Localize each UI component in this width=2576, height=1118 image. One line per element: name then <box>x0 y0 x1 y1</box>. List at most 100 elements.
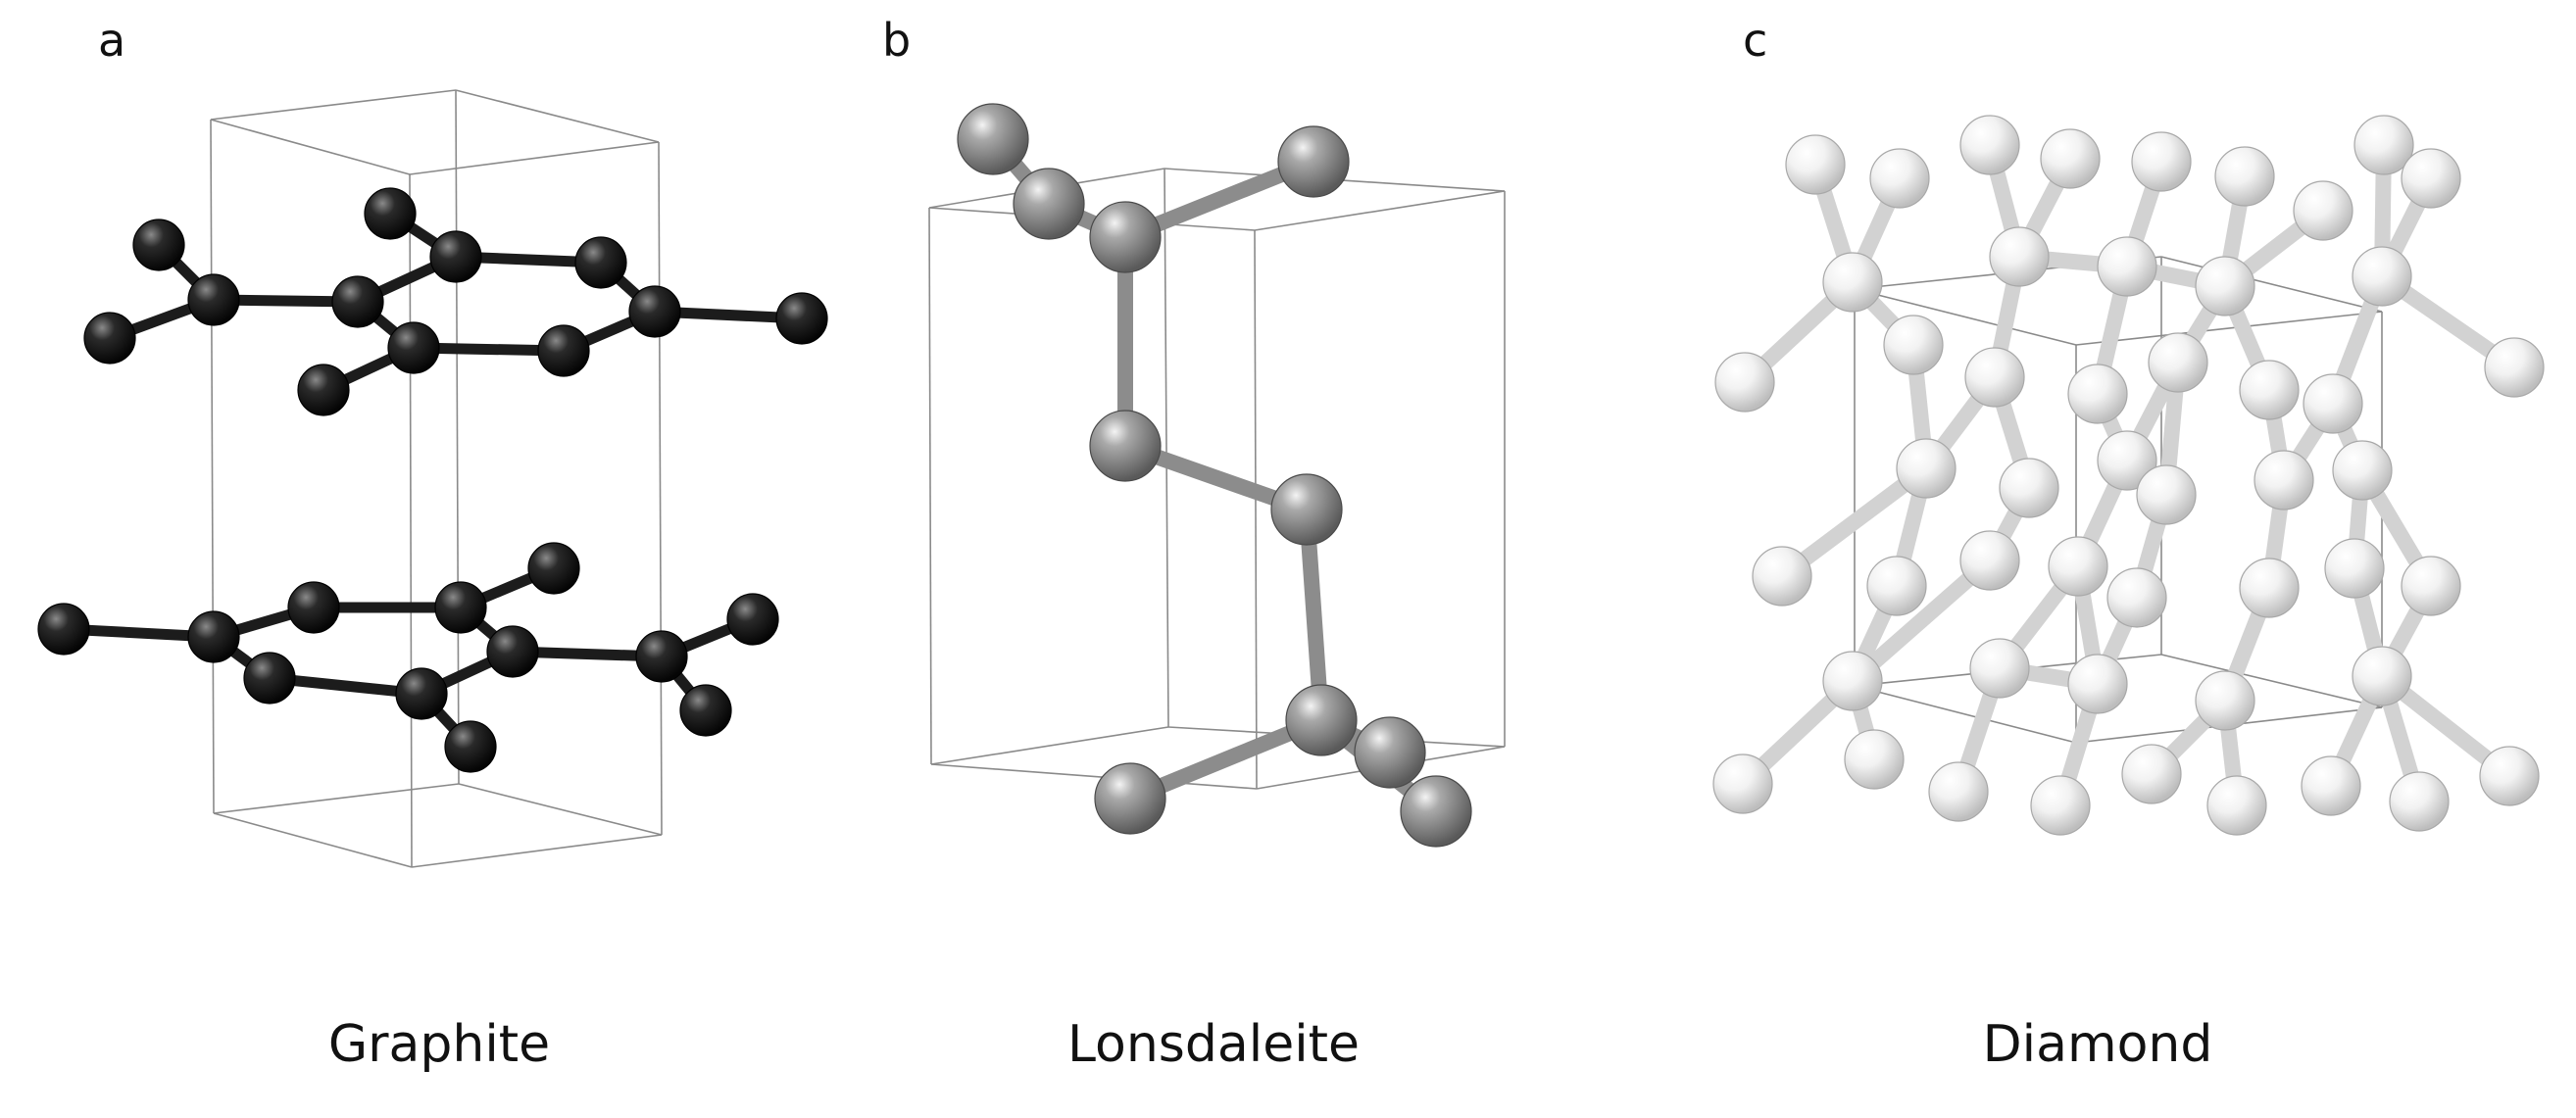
graphite-bonds <box>58 208 808 753</box>
atom <box>486 625 539 678</box>
graphite-atoms <box>37 187 828 773</box>
diamond-structure <box>1712 115 2545 836</box>
atom <box>387 321 440 374</box>
cell-edge <box>1254 190 1506 231</box>
atom <box>2254 450 2314 510</box>
atom <box>364 187 417 240</box>
caption-lonsdaleite: Lonsdaleite <box>1066 1015 1361 1074</box>
atom <box>1883 315 1944 375</box>
cell-edge <box>928 207 932 765</box>
atom <box>2389 771 2450 832</box>
atom <box>2303 373 2363 434</box>
atom <box>444 720 497 773</box>
cell-edge <box>1164 168 1169 728</box>
atom <box>2301 755 2361 816</box>
cell-edge <box>409 141 660 175</box>
atom <box>1989 226 2050 287</box>
lonsdaleite-atoms <box>957 103 1472 848</box>
cell-edge <box>2160 654 2383 708</box>
cell-edge <box>1854 288 2077 346</box>
atom <box>434 581 487 634</box>
atom <box>1285 684 1358 756</box>
atom <box>1714 352 1775 413</box>
cell-edge <box>455 89 460 785</box>
atom <box>132 219 185 271</box>
cell-edge <box>658 141 663 836</box>
atom <box>1094 762 1166 835</box>
atom <box>331 275 384 328</box>
atom <box>1964 347 2025 408</box>
atom <box>2239 360 2300 420</box>
atom <box>2030 775 2091 836</box>
atom <box>775 292 828 345</box>
atom <box>2148 332 2208 393</box>
atom <box>2401 556 2461 616</box>
atom <box>1712 753 1773 814</box>
cell-edge <box>210 119 215 814</box>
cell-edge <box>2160 256 2383 313</box>
atom <box>187 610 240 663</box>
atom <box>1013 168 1085 240</box>
atom <box>957 103 1029 175</box>
atom <box>1969 638 2030 699</box>
graphite-structure <box>37 89 828 868</box>
atom <box>2040 128 2101 189</box>
atom <box>1959 530 2020 591</box>
atom <box>2332 440 2393 501</box>
cell-edge <box>930 726 1169 765</box>
cell-edge <box>210 89 457 121</box>
atom <box>2067 364 2128 424</box>
atom <box>2131 131 2192 192</box>
lonsdaleite-structure <box>928 103 1506 848</box>
atom <box>2484 337 2545 398</box>
cell-edge <box>213 812 413 868</box>
atom <box>1400 775 1472 848</box>
caption-graphite: Graphite <box>327 1015 551 1074</box>
atom <box>1869 148 1930 209</box>
cell-edge <box>2075 311 2383 346</box>
atom <box>2401 148 2461 209</box>
diamond-atoms <box>1712 115 2545 836</box>
cell-edge <box>213 783 460 814</box>
atom <box>1277 125 1350 198</box>
atom <box>2353 115 2414 175</box>
atom <box>2097 430 2157 491</box>
cell-edge <box>1254 229 1258 790</box>
atom <box>726 593 779 646</box>
lonsdaleite-bonds <box>985 131 1444 819</box>
atom <box>2097 236 2157 297</box>
atom <box>395 667 448 720</box>
atom <box>527 542 580 595</box>
panel-label-c: c <box>1743 14 1768 67</box>
atom <box>1844 729 1905 790</box>
atom <box>2214 146 2275 207</box>
atom <box>1999 458 2059 518</box>
cell-edge <box>411 834 663 868</box>
atom <box>1896 438 1957 499</box>
atom <box>679 684 732 737</box>
atom <box>83 312 136 365</box>
atom <box>297 364 350 416</box>
atom <box>635 630 688 683</box>
atom <box>287 581 340 634</box>
atom <box>37 603 90 656</box>
cell-edge <box>930 763 1258 790</box>
atom <box>2206 775 2267 836</box>
atom <box>1959 115 2020 175</box>
atom <box>2195 256 2255 316</box>
atom <box>1822 651 1883 711</box>
panel-label-b: b <box>882 14 912 67</box>
cell-edge <box>458 783 663 836</box>
atom <box>2106 567 2167 628</box>
atom <box>2293 180 2353 241</box>
panel-label-a: a <box>98 14 126 67</box>
atom <box>2479 746 2540 806</box>
atom <box>2195 670 2255 731</box>
cell-edge <box>1854 685 2077 744</box>
atom <box>2239 558 2300 618</box>
atom <box>1866 556 1927 616</box>
atom <box>1822 252 1883 313</box>
caption-diamond: Diamond <box>1982 1015 2213 1074</box>
atom <box>1089 201 1162 273</box>
